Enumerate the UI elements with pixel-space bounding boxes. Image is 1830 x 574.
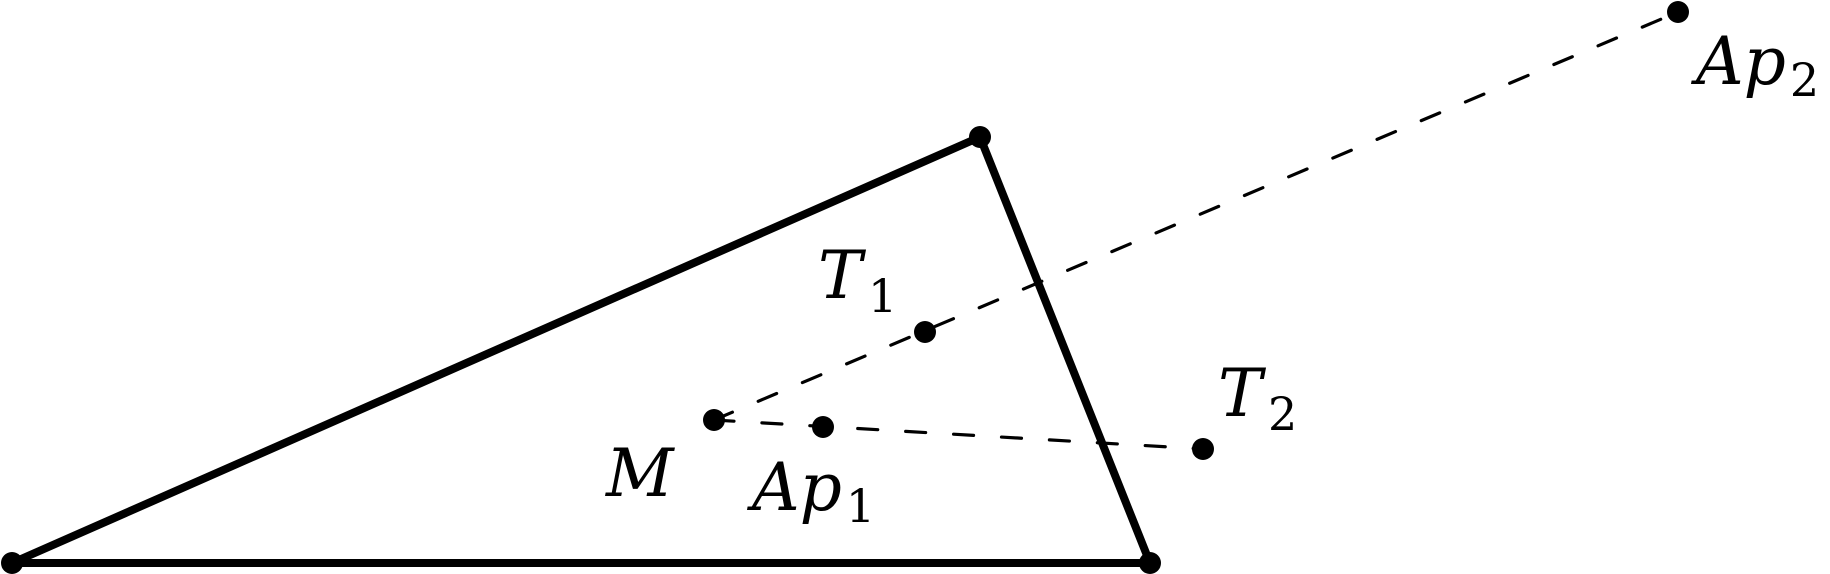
triangle-edge-right: [976, 133, 1154, 567]
dashed-ray-m-ap2: [712, 10, 1680, 422]
vertex-top: [969, 126, 991, 148]
vertex-bottom-right: [1139, 552, 1161, 574]
point-t1: [914, 321, 936, 343]
point-t2: [1192, 438, 1214, 460]
point-ap2: [1667, 1, 1689, 23]
vertex-bottom-left: [1, 552, 23, 574]
point-ap1: [812, 416, 834, 438]
point-m: [703, 409, 725, 431]
dashed-ray-m-t2: [712, 418, 1205, 451]
triangle-edge-left: [8, 133, 984, 567]
label-ap1: Ap1: [746, 449, 875, 533]
label-m: M: [605, 435, 675, 512]
label-ap2: Ap2: [1690, 23, 1819, 107]
